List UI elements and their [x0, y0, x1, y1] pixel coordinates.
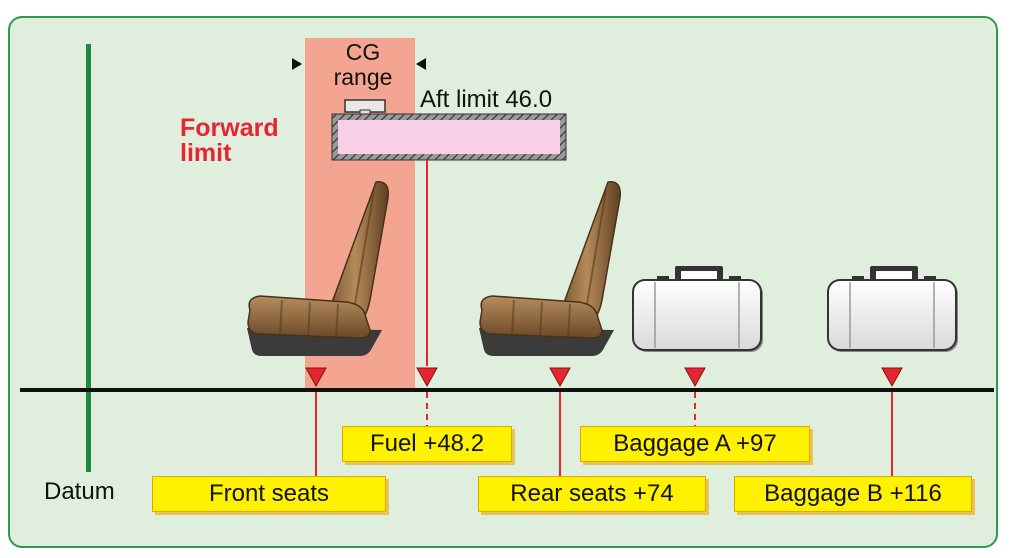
forward-limit-line2: limit	[180, 139, 232, 167]
datum-line	[86, 44, 91, 472]
fuel-marker	[416, 367, 438, 388]
baggage-b-bag	[827, 266, 959, 353]
fuel-station-label: Fuel +48.2	[342, 426, 512, 462]
cg-range-line2: range	[333, 64, 393, 90]
baggage-b-marker	[881, 367, 903, 388]
cg-range-left-arrow	[292, 58, 302, 70]
front-seats-marker	[305, 367, 327, 388]
baggage-a-marker	[684, 367, 706, 388]
cg-range-label: CG range	[322, 40, 404, 90]
datum-label: Datum	[44, 478, 115, 505]
baseline	[20, 388, 994, 392]
rear-seat	[478, 180, 622, 357]
aft-limit-label: Aft limit 46.0	[420, 86, 553, 113]
baggage-a-station-label: Baggage A +97	[580, 426, 810, 462]
forward-limit-label: Forward limit	[180, 116, 279, 166]
cg-range-right-arrow	[416, 58, 426, 70]
fuel-tank-interior	[338, 120, 560, 154]
baggage-b-station-label: Baggage B +116	[734, 476, 972, 512]
rear-seats-marker	[549, 367, 571, 388]
forward-limit-line1: Forward	[180, 114, 279, 142]
rear-seats-station-label: Rear seats +74	[478, 476, 706, 512]
front-seats-station-label: Front seats	[152, 476, 386, 512]
cg-range-line1: CG	[345, 39, 381, 65]
baggage-a-bag	[632, 266, 764, 353]
